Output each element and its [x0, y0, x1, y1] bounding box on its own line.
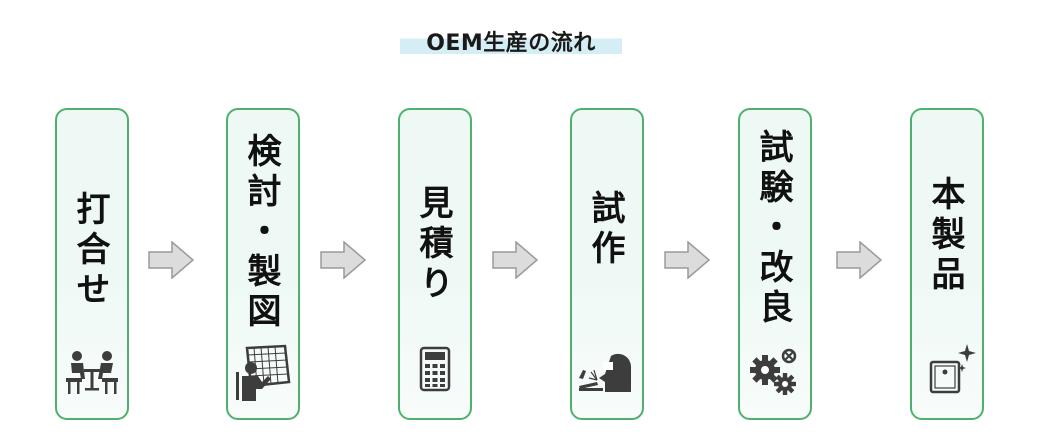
title-highlight: OEM生産の流れ: [400, 28, 622, 56]
flow-arrow-3: [492, 241, 538, 279]
step-label-final-product: 本製品: [925, 176, 965, 296]
step-box-estimate: 見積り: [398, 108, 472, 420]
product-box-icon: [929, 344, 976, 394]
calculator-icon: [419, 346, 451, 392]
step-box-testing-improvement: 試験・改良: [738, 108, 812, 420]
step-label-meeting: 打合せ: [70, 191, 110, 311]
drafting-icon: [236, 344, 291, 401]
meeting-icon: [66, 351, 118, 394]
flow-arrow-2: [320, 241, 366, 279]
step-box-review-drafting: 検討・製図: [226, 108, 300, 420]
step-box-prototype: 試作: [570, 108, 644, 420]
flow-arrow-4: [664, 241, 710, 279]
step-label-testing-improvement: 試験・改良: [753, 129, 793, 329]
step-label-prototype: 試作: [585, 190, 625, 270]
step-label-estimate: 見積り: [413, 185, 453, 305]
step-box-final-product: 本製品: [910, 108, 984, 420]
flow-arrow-5: [836, 241, 882, 279]
gears-icon: [750, 348, 797, 395]
page-title: OEM生産の流れ: [426, 31, 596, 56]
welding-icon: [579, 353, 632, 392]
step-box-meeting: 打合せ: [55, 108, 129, 420]
step-label-review-drafting: 検討・製図: [241, 133, 281, 333]
flow-arrow-1: [148, 241, 194, 279]
